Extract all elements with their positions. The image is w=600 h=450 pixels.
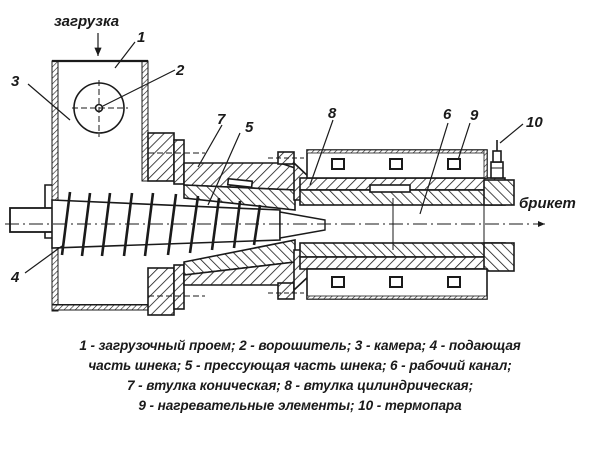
press-diagram: загрузка брикет 1 2 3 4 5 6 7 8 9 10 <box>5 13 576 316</box>
legend-caption: 1 - загрузочный проем; 2 - ворошитель; 3… <box>0 336 600 416</box>
label-9: 9 <box>470 107 479 124</box>
thermocouple <box>490 140 504 179</box>
legend-line: 1 - загрузочный проем; 2 - ворошитель; 3… <box>79 338 521 353</box>
legend-line: 9 - нагревательные элементы; 10 - термоп… <box>138 398 462 413</box>
label-briquette: брикет <box>519 195 576 212</box>
label-1: 1 <box>137 29 145 46</box>
outlet-nozzle <box>483 179 515 272</box>
label-3: 3 <box>11 73 20 90</box>
label-8: 8 <box>328 105 337 122</box>
legend-line: часть шнека; 5 - прессующая часть шнека;… <box>88 358 512 373</box>
leader-lines <box>24 41 524 274</box>
label-6: 6 <box>443 106 452 123</box>
legend-line: 7 - втулка коническая; 8 - втулка цилинд… <box>126 378 474 393</box>
label-4: 4 <box>10 269 20 286</box>
label-loading: загрузка <box>54 13 119 30</box>
agitator <box>72 80 128 137</box>
label-2: 2 <box>175 62 185 79</box>
label-7: 7 <box>217 111 226 128</box>
heating-elements <box>306 149 488 300</box>
hopper-chamber <box>44 59 149 312</box>
label-10: 10 <box>526 114 543 131</box>
housing-flange <box>147 132 205 316</box>
label-5: 5 <box>245 119 254 136</box>
